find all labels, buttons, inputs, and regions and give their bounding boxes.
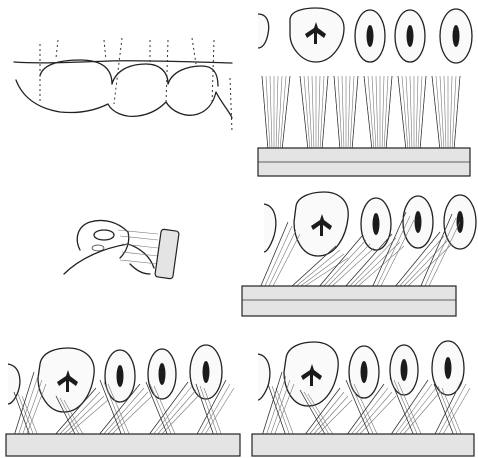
panel-brush-in-mouth — [64, 220, 179, 279]
panel-bristles-crossed-right — [252, 341, 474, 456]
panel-bristles-crossed-left — [6, 345, 240, 456]
panel-bristles-vertical — [258, 8, 472, 176]
panel-bristles-angled — [242, 192, 476, 316]
panel-gingival-outline — [14, 38, 232, 132]
